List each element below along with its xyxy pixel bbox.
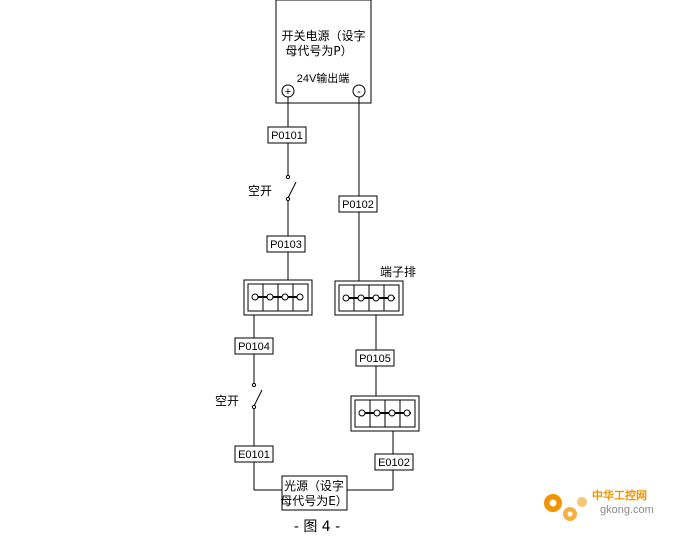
breaker-switch-icon (287, 181, 297, 199)
plus-sign: + (285, 86, 291, 98)
terminal-block-right: 端子排 (334, 265, 416, 316)
watermark-url: gkong.com (600, 504, 654, 516)
power-supply-title-line2: 母代号为P） (285, 44, 352, 58)
tag-box (338, 195, 378, 213)
tag-box (267, 126, 307, 144)
terminal-screw-icon (403, 409, 411, 417)
gear-icon (544, 494, 587, 521)
tag-box (374, 453, 414, 471)
wire-tag-p0102: P0102 (342, 199, 374, 211)
tag-box (234, 445, 274, 463)
watermark-brand: 中华工控网 (592, 488, 647, 502)
light-source-line1: 光源（设字 (284, 478, 344, 493)
terminal-screw-icon (387, 294, 395, 302)
breaker-label: 空开 (248, 184, 272, 198)
terminal-block-label: 端子排 (380, 265, 416, 279)
wire-tag-p0103: P0103 (270, 239, 302, 251)
light-source-box (281, 475, 348, 511)
terminal-block-lower (350, 395, 420, 432)
wire-tag-p0104: P0104 (238, 341, 270, 353)
breaker-contact-icon (285, 174, 291, 180)
terminal-screw-icon (373, 409, 381, 417)
terminal-screw-icon (372, 294, 380, 302)
terminal-screw-icon (266, 293, 274, 301)
figure-caption: - 图 4 - (294, 519, 340, 535)
terminal-screw-icon (388, 409, 396, 417)
wire-tag-e0101: E0101 (238, 449, 270, 461)
breaker-upper: 空开 (248, 174, 297, 202)
wire-tags: P0101 P0102 P0103 P0104 P0105 E0101 E010… (234, 126, 414, 471)
terminal-screw-icon (358, 409, 366, 417)
breaker-contact-icon (251, 382, 257, 388)
wire-tag-e0102: E0102 (378, 457, 410, 469)
watermark: 中华工控网 gkong.com (544, 488, 654, 521)
terminal-block-left (243, 279, 313, 316)
power-supply: 开关电源（设字 母代号为P） 24V输出端 + - (275, 0, 372, 104)
output-terminal-label: 24V输出端 (297, 71, 350, 85)
terminal-screw-icon (251, 293, 259, 301)
tag-box (355, 349, 395, 367)
terminal-screw-icon (357, 294, 365, 302)
breaker-lower: 空开 (215, 382, 263, 410)
terminal-screw-icon (281, 293, 289, 301)
wire-tag-p0101: P0101 (271, 130, 303, 142)
tag-box (234, 337, 274, 355)
wire-tag-p0105: P0105 (359, 353, 391, 365)
breaker-label: 空开 (215, 394, 239, 408)
breaker-switch-icon (253, 389, 263, 407)
tag-box (266, 235, 306, 253)
minus-sign: - (357, 86, 361, 98)
terminal-screw-icon (342, 294, 350, 302)
light-source-line2: 母代号为E） (280, 494, 348, 508)
power-supply-title-line1: 开关电源（设字 (281, 28, 365, 43)
light-source: 光源（设字 母代号为E） (280, 475, 348, 511)
terminal-screw-icon (296, 293, 304, 301)
